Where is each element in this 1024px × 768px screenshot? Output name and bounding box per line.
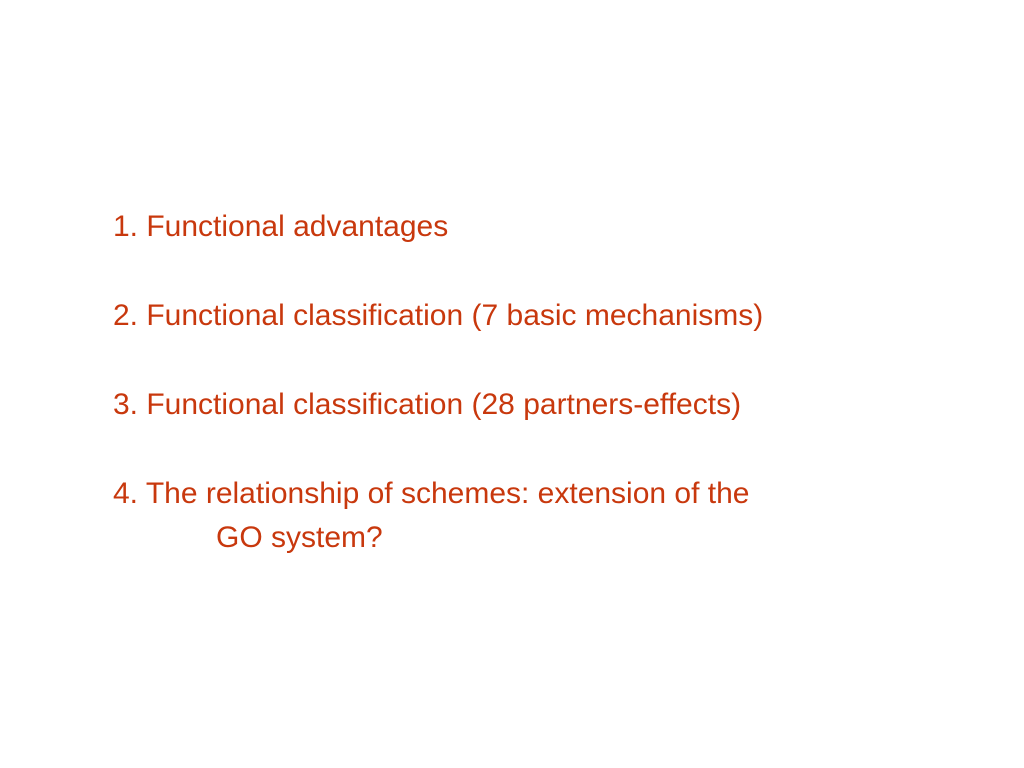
item-text-continuation: GO system?	[216, 521, 383, 554]
item-text: 3. Functional classification (28 partner…	[113, 388, 742, 421]
list-item: 1. Functional advantages	[113, 205, 763, 249]
list-item: 4. The relationship of schemes: extensio…	[113, 472, 763, 560]
item-text: 4. The relationship of schemes: extensio…	[113, 477, 750, 510]
item-text: 2. Functional classification (7 basic me…	[113, 299, 764, 332]
item-text: 1. Functional advantages	[113, 210, 449, 243]
topic-list: 1. Functional advantages 2. Functional c…	[113, 205, 763, 560]
list-item: 3. Functional classification (28 partner…	[113, 383, 763, 427]
list-item: 2. Functional classification (7 basic me…	[113, 294, 763, 338]
